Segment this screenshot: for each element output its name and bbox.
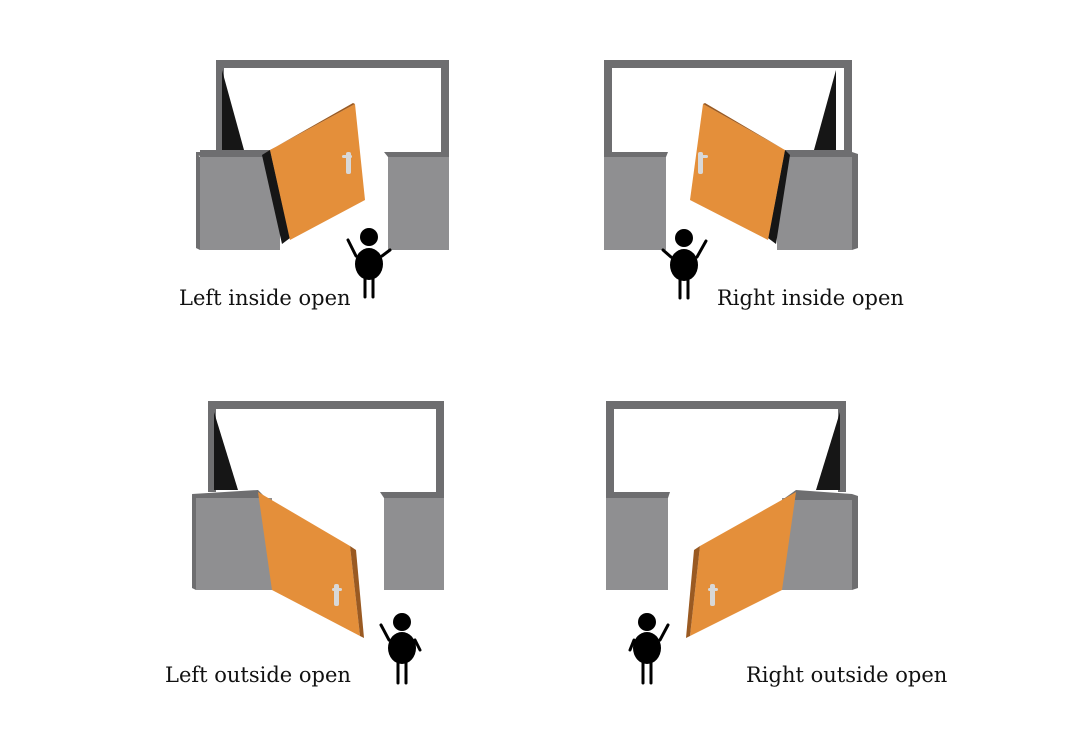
panel-right-inside-open — [604, 60, 858, 300]
wall-icon — [192, 401, 444, 590]
person-icon — [379, 613, 422, 685]
wall-icon — [196, 60, 449, 250]
wall-icon — [604, 60, 858, 250]
person-icon — [346, 228, 392, 299]
label-left-outside-open: Left outside open — [165, 663, 351, 687]
panel-left-outside-open — [192, 401, 444, 685]
door-handle-icon — [710, 584, 715, 606]
person-icon — [661, 229, 708, 300]
panel-left-inside-open — [196, 60, 449, 299]
door-handle-icon — [334, 584, 339, 606]
door-icon — [258, 492, 364, 638]
person-icon — [628, 613, 670, 685]
label-left-inside-open: Left inside open — [179, 286, 351, 310]
wall-icon — [606, 401, 858, 590]
panel-right-outside-open — [606, 401, 858, 685]
door-icon — [262, 103, 365, 244]
label-right-inside-open: Right inside open — [717, 286, 904, 310]
door-icon — [690, 103, 790, 244]
door-icon — [686, 492, 796, 638]
label-right-outside-open: Right outside open — [746, 663, 948, 687]
